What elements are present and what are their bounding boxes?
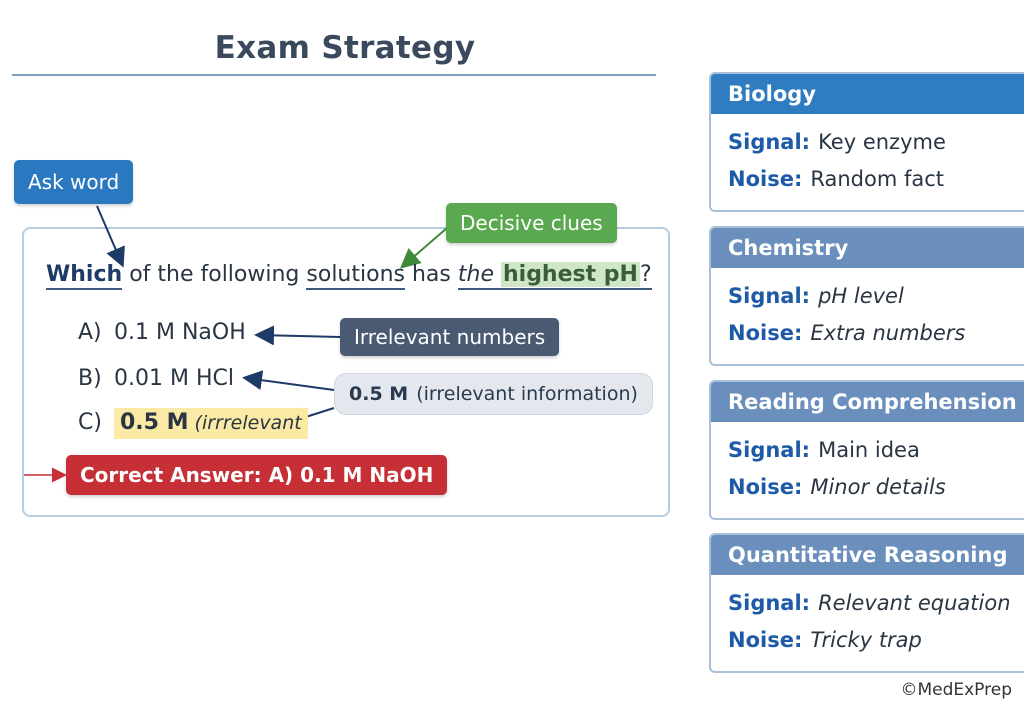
noise-value: Tricky trap	[810, 628, 922, 652]
question-ask-word: Which	[46, 262, 123, 290]
noise-value: Random fact	[810, 167, 945, 191]
signal-value: Key enzyme	[818, 130, 946, 154]
option-letter: C)	[78, 410, 102, 435]
card-noise: Noise: Extra numbers	[728, 321, 965, 345]
irrelevant-info-value: 0.5 M	[349, 383, 409, 405]
noise-label: Noise:	[728, 475, 803, 499]
option-c-highlight: 0.5 M(irrrelevant	[114, 408, 308, 439]
irrelevant-info-note: (irrelevant information)	[416, 383, 638, 405]
question-fragment: of the following	[129, 262, 300, 287]
option-c: C) 0.5 M(irrrelevant	[78, 408, 308, 439]
card-signal: Signal: Main idea	[728, 438, 920, 462]
card-noise: Noise: Random fact	[728, 167, 944, 191]
question-fragment: has	[411, 262, 451, 287]
option-c-value: 0.5 M	[120, 410, 189, 435]
card-noise: Noise: Tricky trap	[728, 628, 922, 652]
question-keyword-solutions: solutions	[306, 262, 405, 290]
copyright-text: ©MedExPrep	[900, 680, 1012, 700]
irrelevant-numbers-tag: Irrelevant numbers	[340, 318, 560, 356]
option-text: 0.01 M HCl	[114, 366, 234, 391]
signal-value: Relevant equation	[818, 591, 1011, 615]
card-title: Biology	[711, 74, 1024, 114]
option-letter: B)	[78, 366, 102, 391]
noise-label: Noise:	[728, 167, 803, 191]
card-title: Chemistry	[711, 228, 1024, 268]
option-letter: A)	[78, 320, 102, 345]
option-b: B) 0.01 M HCl	[78, 366, 234, 391]
correct-answer-tag: Correct Answer: A) 0.1 M NaOH	[66, 455, 448, 495]
signal-label: Signal:	[728, 284, 811, 308]
card-quantitative-reasoning: Quantitative Reasoning Signal: Relevant e…	[709, 533, 1024, 673]
option-a: A) 0.1 M NaOH	[78, 320, 246, 345]
noise-label: Noise:	[728, 321, 803, 345]
signal-label: Signal:	[728, 591, 811, 615]
card-reading-comprehension: Reading Comprehension Signal: Main idea N…	[709, 380, 1024, 520]
card-signal: Signal: Relevant equation	[728, 591, 1011, 615]
irrelevant-info-tag: 0.5 M (irrelevant information)	[334, 373, 653, 415]
page-title: Exam Strategy	[214, 30, 476, 66]
option-c-note: (irrrelevant	[194, 412, 302, 434]
decisive-clues-tag: Decisive clues	[446, 203, 617, 243]
noise-value: Minor details	[810, 475, 946, 499]
question-mark: ?	[639, 262, 652, 287]
noise-value: Extra numbers	[810, 321, 966, 345]
card-biology: Biology Signal: Key enzyme Noise: Random f…	[709, 72, 1024, 212]
noise-label: Noise:	[728, 628, 803, 652]
card-title: Reading Comprehension	[711, 382, 1024, 422]
question-fragment-the: the	[457, 262, 494, 287]
card-noise: Noise: Minor details	[728, 475, 946, 499]
card-title: Quantitative Reasoning	[711, 535, 1024, 575]
card-chemistry: Chemistry Signal: pH level Noise: Extra nu…	[709, 226, 1024, 366]
ask-word-tag: Ask word	[14, 160, 134, 204]
signal-label: Signal:	[728, 438, 811, 462]
title-divider	[12, 74, 656, 76]
signal-value: pH level	[818, 284, 904, 308]
card-signal: Signal: Key enzyme	[728, 130, 946, 154]
option-text: 0.1 M NaOH	[114, 320, 246, 345]
question-text: Which of the following solutions has the…	[46, 262, 652, 290]
signal-label: Signal:	[728, 130, 811, 154]
question-decisive-clue: highest pH	[500, 262, 640, 287]
card-signal: Signal: pH level	[728, 284, 904, 308]
signal-value: Main idea	[818, 438, 920, 462]
